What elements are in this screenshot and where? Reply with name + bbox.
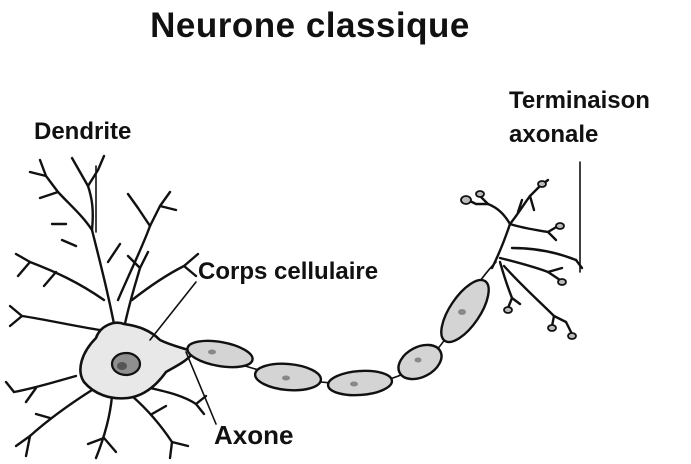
myelin-segment [327,369,393,397]
pointer-cell-body [150,282,196,340]
myelin-sheath [185,273,497,397]
myelin-segment [185,336,254,371]
dendrite-tree [10,156,198,345]
nucleus [112,353,140,375]
axon-terminal-branches [468,180,582,334]
